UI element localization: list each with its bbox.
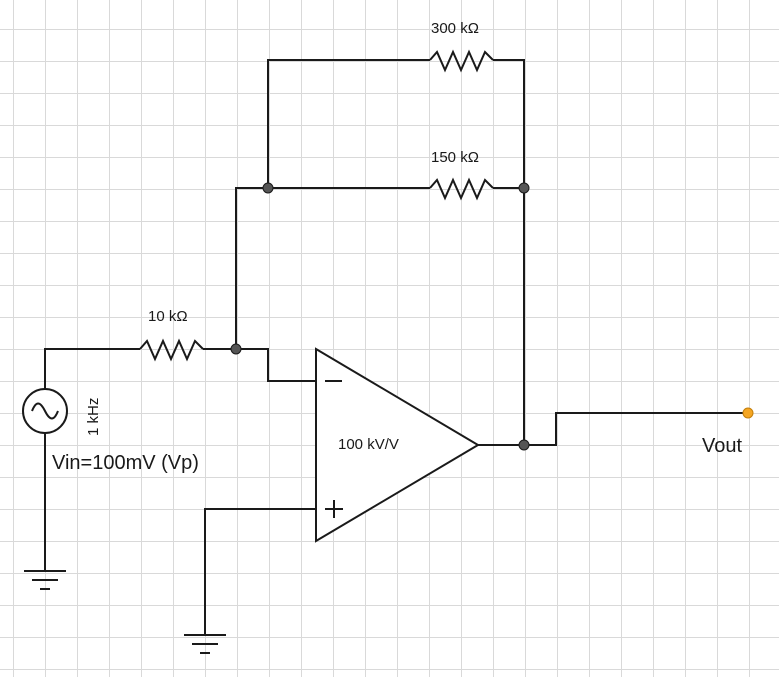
resistor-300k-label: 300 kΩ bbox=[431, 20, 479, 37]
junction-node-top-left bbox=[262, 182, 274, 194]
wire-150k-left bbox=[235, 187, 430, 349]
wire-source-top bbox=[44, 348, 140, 391]
ground-symbol-source bbox=[24, 570, 66, 590]
wire-150k-right bbox=[493, 187, 525, 445]
output-label: Vout bbox=[702, 435, 742, 457]
source-amplitude-label: Vin=100mV (Vp) bbox=[52, 452, 199, 474]
junction-node-inverting bbox=[230, 343, 242, 355]
noninverting-input-plus-sign bbox=[325, 500, 343, 518]
wire-300k-right bbox=[493, 59, 525, 188]
output-terminal[interactable] bbox=[742, 407, 754, 419]
ground-symbol-opamp bbox=[184, 634, 226, 654]
resistor-150k-label: 150 kΩ bbox=[431, 149, 479, 166]
wire-noninverting-ground bbox=[204, 508, 316, 635]
opamp[interactable] bbox=[315, 347, 480, 543]
junction-node-top-right bbox=[518, 182, 530, 194]
resistor-10k[interactable] bbox=[139, 338, 204, 362]
wire-output bbox=[478, 412, 748, 446]
resistor-300k[interactable] bbox=[429, 49, 494, 73]
wire-300k-left bbox=[267, 59, 430, 188]
wire-to-inverting bbox=[203, 348, 316, 382]
junction-node-output bbox=[518, 439, 530, 451]
source-frequency-label: 1 kHz bbox=[85, 398, 102, 436]
ac-source[interactable] bbox=[22, 388, 68, 434]
resistor-150k[interactable] bbox=[429, 177, 494, 201]
resistor-10k-label: 10 kΩ bbox=[148, 308, 188, 325]
opamp-gain-label: 100 kV/V bbox=[338, 436, 399, 453]
input-branch bbox=[44, 338, 316, 391]
